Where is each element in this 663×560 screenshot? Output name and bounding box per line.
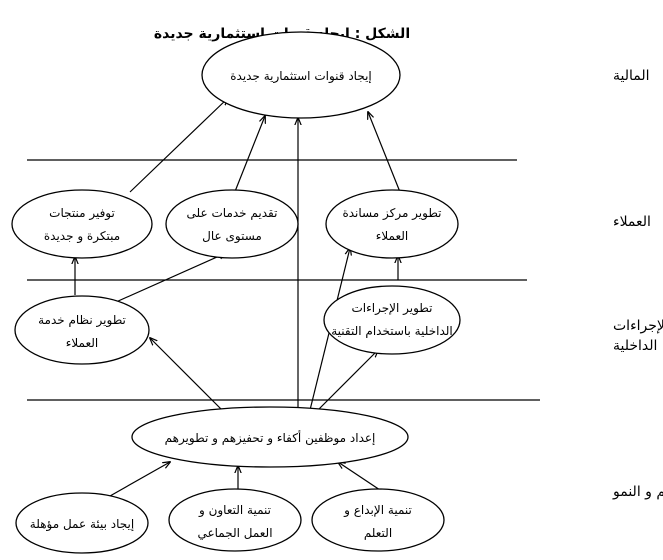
arrow-support-to-investment (368, 112, 401, 193)
node-label-line2: العملاء (66, 336, 99, 350)
node-new-investment-channels: إيجاد قنوات استثمارية جديدة (201, 31, 401, 119)
node-label-line2: العملاء (376, 229, 409, 243)
node-label-line1: تطوير مركز مساندة (342, 206, 441, 221)
node-label-line2: مبتكرة و جديدة (44, 229, 120, 244)
node-label-line1: تقديم خدمات على (187, 206, 278, 220)
node-ellipse (311, 488, 445, 552)
node-high-level-services: تقديم خدمات على مستوى عال (165, 189, 299, 259)
node-ellipse (165, 189, 299, 259)
node-label-line1: إعداد موظفين أكفاء و تحفيزهم و تطويرهم (165, 430, 376, 446)
perspective-financial-label: المالية (613, 68, 650, 84)
node-competent-staff: إعداد موظفين أكفاء و تحفيزهم و تطويرهم (131, 406, 409, 468)
perspective-internal-label-line1: الإجراءات (613, 318, 663, 334)
arrow-environment-to-staff (109, 462, 170, 497)
node-label-line1: إيجاد بيئة عمل مؤهلة (30, 517, 134, 532)
node-customer-service-system: تطوير نظام خدمة العملاء (14, 295, 150, 365)
node-ellipse (168, 488, 302, 552)
node-label-line2: الداخلية باستخدام التقنية (331, 324, 453, 338)
node-ellipse (325, 189, 459, 259)
node-teamwork-development: تنمية التعاون و العمل الجماعي (168, 488, 302, 552)
node-label-line1: تنمية التعاون و (198, 503, 271, 518)
node-innovative-products: توفير منتجات مبتكرة و جديدة (11, 189, 153, 259)
arrow-servicesystem-to-services (115, 253, 226, 303)
node-ellipse (323, 285, 461, 355)
node-ellipse (11, 189, 153, 259)
node-customer-support-center: تطوير مركز مساندة العملاء (325, 189, 459, 259)
node-label-line2: العمل الجماعي (197, 526, 272, 540)
arrow-staff-to-internal (317, 350, 378, 411)
arrow-creativity-to-staff (338, 462, 381, 491)
node-creativity-learning: تنمية الإبداع و التعلم (311, 488, 445, 552)
arrow-services-to-investment (233, 116, 265, 195)
node-label-line2: التعلم (364, 526, 392, 540)
node-label-line1: تنمية الإبداع و (343, 503, 412, 518)
node-ellipse (201, 31, 401, 119)
perspective-learning-label: التعليم و النمو (612, 484, 663, 500)
arrow-products-to-investment (129, 98, 228, 193)
node-label-line1: إيجاد قنوات استثمارية جديدة (230, 69, 372, 84)
node-label-line1: تطوير الإجراءات (352, 301, 433, 316)
node-ellipse (15, 492, 149, 554)
node-qualified-work-environment: إيجاد بيئة عمل مؤهلة (15, 492, 149, 554)
node-label-line2: مستوى عال (202, 229, 262, 244)
node-internal-procedures-tech: تطوير الإجراءات الداخلية باستخدام التقني… (323, 285, 461, 355)
node-ellipse (14, 295, 150, 365)
node-label-line1: توفير منتجات (49, 206, 115, 221)
perspective-customers-label: العملاء (613, 214, 651, 230)
perspective-internal-label-line2: الداخلية (613, 338, 657, 354)
node-ellipse (131, 406, 409, 468)
node-label-line1: تطوير نظام خدمة (38, 313, 126, 328)
arrow-staff-to-servicesystem (150, 338, 231, 419)
